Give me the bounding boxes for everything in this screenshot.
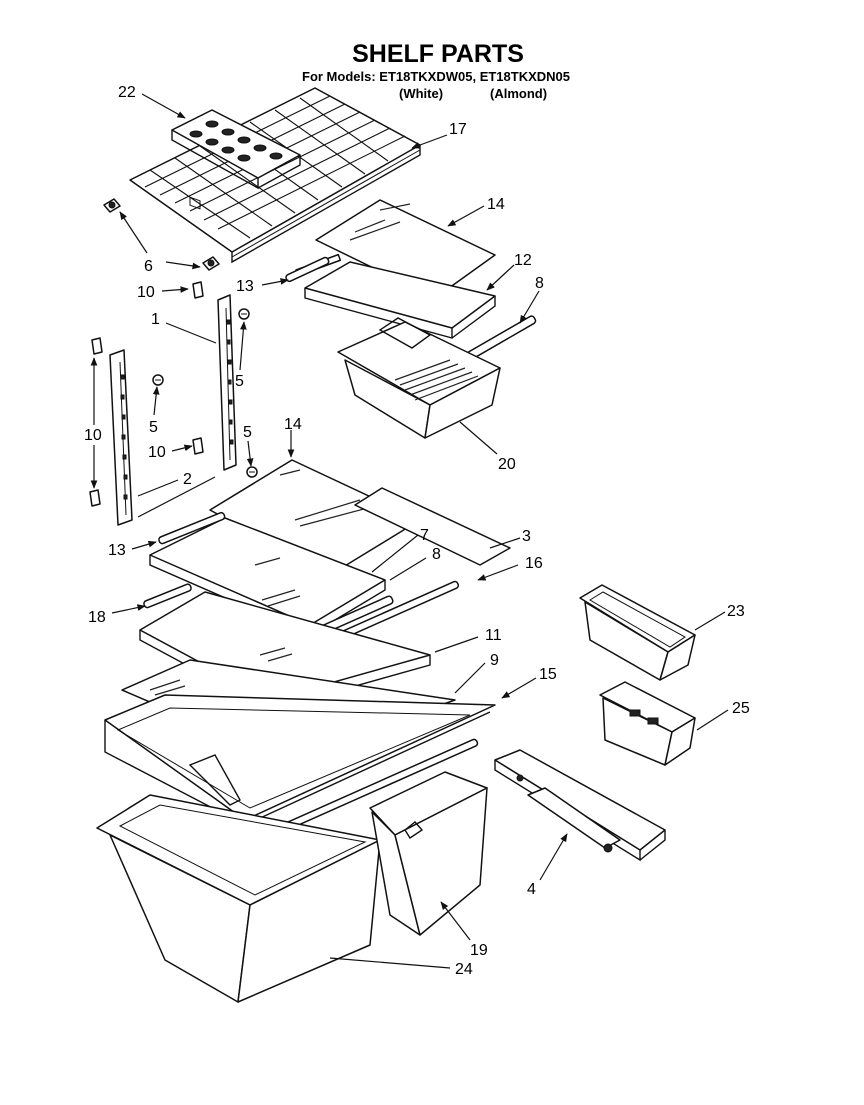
clip-part-10	[89, 281, 204, 507]
callout-1: 1	[151, 311, 160, 328]
callout-14-lower: 14	[284, 416, 302, 433]
leader-lines	[90, 93, 729, 969]
callout-labels: 22 17 14 6 12 13 8 10 1 5 5 10 10 5 14 2…	[84, 84, 750, 978]
callout-14-upper: 14	[487, 196, 505, 213]
callout-10-left: 10	[84, 427, 102, 444]
callout-7: 7	[420, 527, 429, 544]
variant-white-label: (White)	[399, 86, 443, 101]
egg-tray-part-22	[171, 109, 301, 210]
header: SHELF PARTS For Models: ET18TKXDW05, ET1…	[302, 40, 570, 101]
callout-13-lower: 13	[108, 542, 126, 559]
callout-8-upper: 8	[535, 275, 544, 292]
light-shield-part-4	[494, 749, 666, 862]
callout-4: 4	[527, 881, 536, 898]
callout-22: 22	[118, 84, 136, 101]
shelf-panel-part-3	[354, 487, 511, 566]
variant-almond-label: (Almond)	[490, 86, 547, 101]
rail-part-2	[109, 349, 133, 526]
crisper-drawer-part-19	[369, 771, 488, 936]
callout-3: 3	[522, 528, 531, 545]
callout-19: 19	[470, 942, 488, 959]
callout-9: 9	[490, 652, 499, 669]
callout-6: 6	[144, 258, 153, 275]
callout-18: 18	[88, 609, 106, 626]
callout-15: 15	[539, 666, 557, 683]
callout-25: 25	[732, 700, 750, 717]
callout-16: 16	[525, 555, 543, 572]
screw-part-5	[152, 308, 258, 478]
callout-20: 20	[498, 456, 516, 473]
door-bin-part-25	[599, 681, 696, 766]
callout-5-upper: 5	[235, 373, 244, 390]
rail-part-1	[217, 294, 237, 471]
callout-2: 2	[183, 471, 192, 488]
callout-10-upper: 10	[137, 284, 155, 301]
callout-10-middle: 10	[148, 444, 166, 461]
callout-11: 11	[485, 627, 502, 644]
callout-5-left: 5	[149, 419, 158, 436]
door-bin-part-23	[579, 584, 696, 681]
models-line: For Models: ET18TKXDW05, ET18TKXDN05	[302, 69, 570, 84]
callout-23: 23	[727, 603, 745, 620]
shelf-support-part-6	[103, 198, 220, 271]
callout-13-upper: 13	[236, 278, 254, 295]
crisper-drawer-part-24	[96, 794, 381, 1003]
drawer-part-20	[337, 317, 501, 439]
end-cap-part-13-lower	[158, 511, 226, 545]
callout-5-middle: 5	[243, 424, 252, 441]
page-title: SHELF PARTS	[352, 40, 524, 68]
callout-12: 12	[514, 252, 532, 269]
callout-8-lower: 8	[432, 546, 441, 563]
callout-24: 24	[455, 961, 473, 978]
callout-17: 17	[449, 121, 467, 138]
